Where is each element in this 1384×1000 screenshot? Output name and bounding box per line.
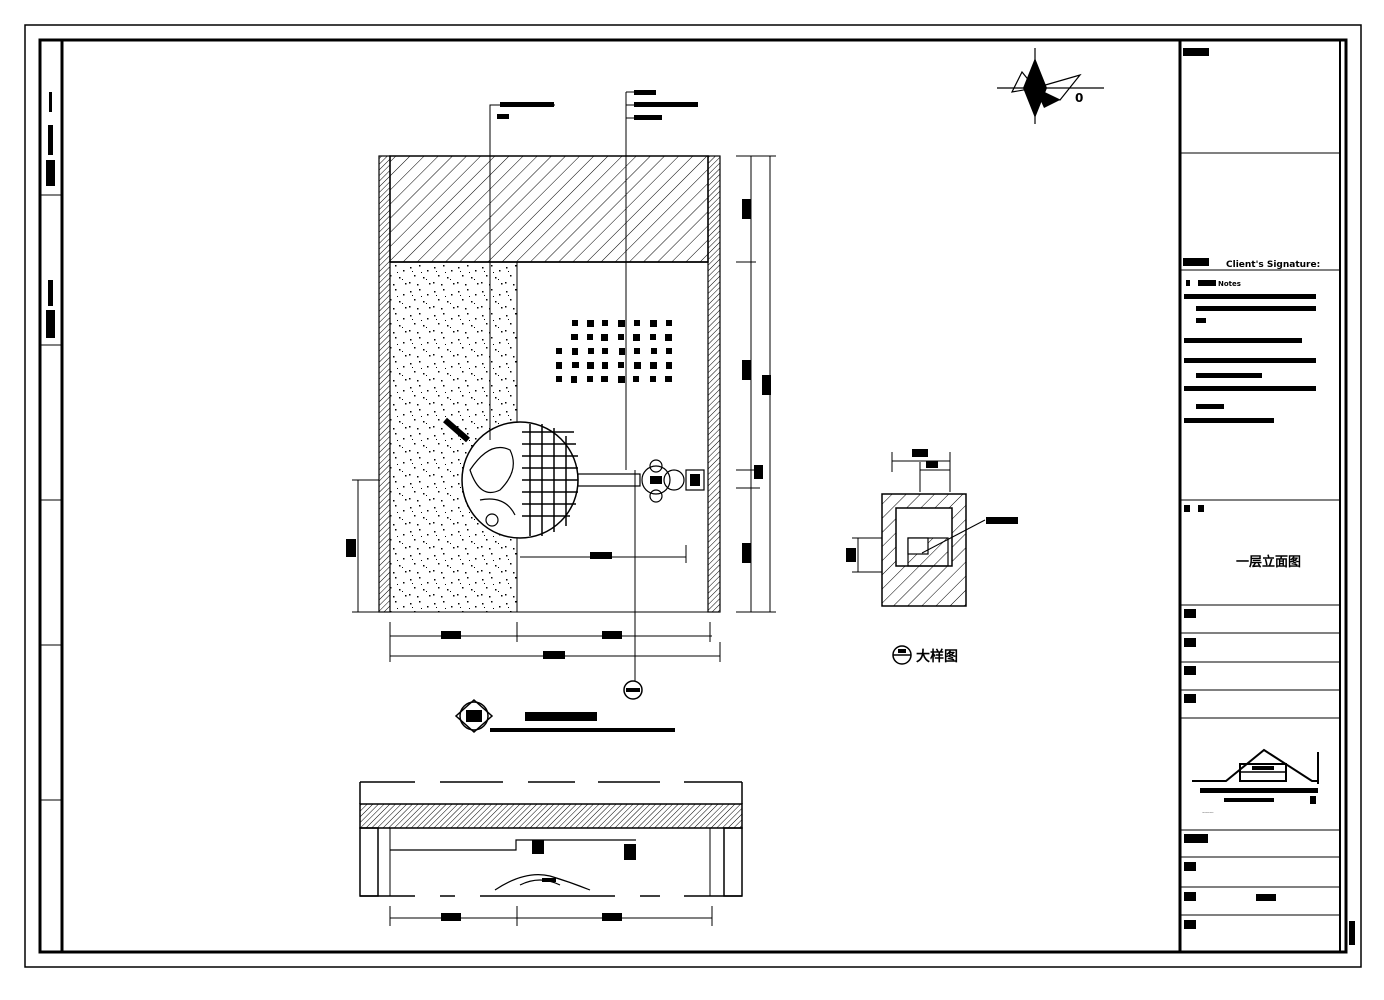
drawing-name: 一层立面图	[1236, 554, 1301, 570]
left-strip-text	[46, 92, 55, 338]
company-name: CAD Drawing Studio	[1202, 811, 1214, 814]
title-block: Client's Signature: Notes 一层立面图 CAD Draw…	[1178, 38, 1355, 954]
company-logo: CAD Drawing Studio	[1192, 748, 1319, 814]
detail-drawing	[846, 449, 1018, 665]
north-label: 0	[1075, 91, 1083, 105]
left-strip-cells	[40, 194, 62, 801]
plan-view	[359, 780, 743, 926]
detail-title: 大样图	[916, 648, 958, 665]
ornament-medallion	[461, 421, 705, 539]
north-arrow-icon	[997, 48, 1104, 124]
client-signature-label: Client's Signature:	[1226, 260, 1320, 270]
outer-frame	[24, 24, 1362, 968]
elevation-title	[454, 698, 675, 734]
elevation-main	[346, 90, 776, 700]
calligraphy-panel	[556, 320, 672, 383]
notes-heading: Notes	[1218, 280, 1241, 288]
